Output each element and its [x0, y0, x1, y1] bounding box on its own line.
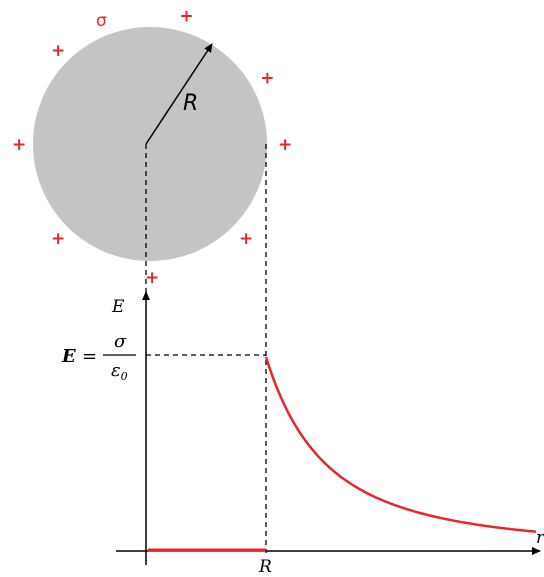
formula-denominator: ε0 [111, 360, 128, 383]
formula-lhs: E [61, 346, 76, 367]
surface-charges: + + + + + + + + [12, 7, 292, 289]
plus-charge-7: + [12, 135, 26, 155]
radius-label: R [183, 91, 198, 116]
plus-charge-5: + [145, 268, 159, 288]
y-axis-label: E [111, 297, 125, 317]
charged-sphere [33, 27, 267, 261]
plus-charge-8: + [51, 41, 65, 61]
plus-charge-1: + [179, 7, 193, 27]
radius-arrow [145, 43, 213, 145]
field-outside-curve [264, 356, 537, 533]
plus-charge-3: + [278, 135, 292, 155]
x-axis-label: r [536, 528, 544, 548]
charge-density-label: σ [96, 11, 107, 31]
plus-charge-6: + [51, 229, 65, 249]
surface-field-formula: E = σ ε0 [61, 331, 136, 383]
plus-charge-2: + [260, 69, 274, 89]
plus-charge-4: + [239, 229, 253, 249]
formula-equals: = [82, 346, 97, 367]
x-tick-label-R: R [258, 557, 272, 577]
formula-numerator: σ [114, 331, 127, 352]
